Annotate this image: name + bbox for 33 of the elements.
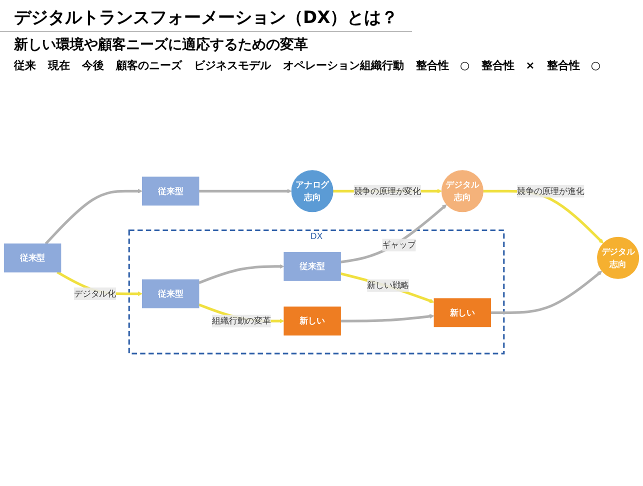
node-circle: デジタル 志向 bbox=[441, 170, 484, 212]
arrow bbox=[340, 272, 434, 304]
arrow bbox=[198, 264, 284, 284]
edge-label: 競争の原理が進化 bbox=[517, 186, 584, 196]
arrow bbox=[340, 314, 434, 322]
label-text: 従来 bbox=[14, 58, 36, 73]
node-box: 従来型 bbox=[142, 279, 200, 308]
node-box: 従来型 bbox=[4, 244, 62, 272]
edge-label: 競争の原理が変化 bbox=[354, 186, 421, 196]
label-text: 整合性 × bbox=[482, 58, 535, 73]
label-text: 今後 bbox=[82, 58, 104, 73]
label-text: 顧客のニーズ bbox=[116, 58, 182, 73]
label-text: オペレーション組織行動 bbox=[283, 58, 404, 73]
arrow bbox=[198, 188, 292, 194]
node-box: 従来型 bbox=[284, 252, 341, 281]
node-box: 従来型 bbox=[142, 176, 200, 206]
label-text: 現在 bbox=[48, 58, 70, 73]
arrow bbox=[340, 204, 447, 264]
label-text: ビジネスモデル bbox=[194, 58, 271, 73]
arrow bbox=[44, 188, 142, 245]
edge-label: デジタル化 bbox=[74, 288, 116, 298]
title: デジタルトランスフォーメーション（DX）とは？ bbox=[0, 0, 412, 32]
node-box: 新しい bbox=[434, 298, 492, 328]
label-text: 整合性 ○ bbox=[546, 58, 600, 73]
label-text: 整合性 ○ bbox=[416, 58, 470, 73]
arrow bbox=[490, 270, 602, 314]
subtitle: 新しい環境や顧客ニーズに適応するための変革 bbox=[14, 36, 309, 54]
node-circle: デジタル 志向 bbox=[597, 236, 640, 279]
edge-label: 組織行動の変革 bbox=[212, 316, 271, 326]
edge-label: 新しい戦略 bbox=[367, 280, 410, 290]
edge-label: ギャップ bbox=[382, 240, 416, 250]
node-circle: アナログ 志向 bbox=[291, 170, 334, 212]
node-box: 新しい bbox=[284, 306, 341, 336]
